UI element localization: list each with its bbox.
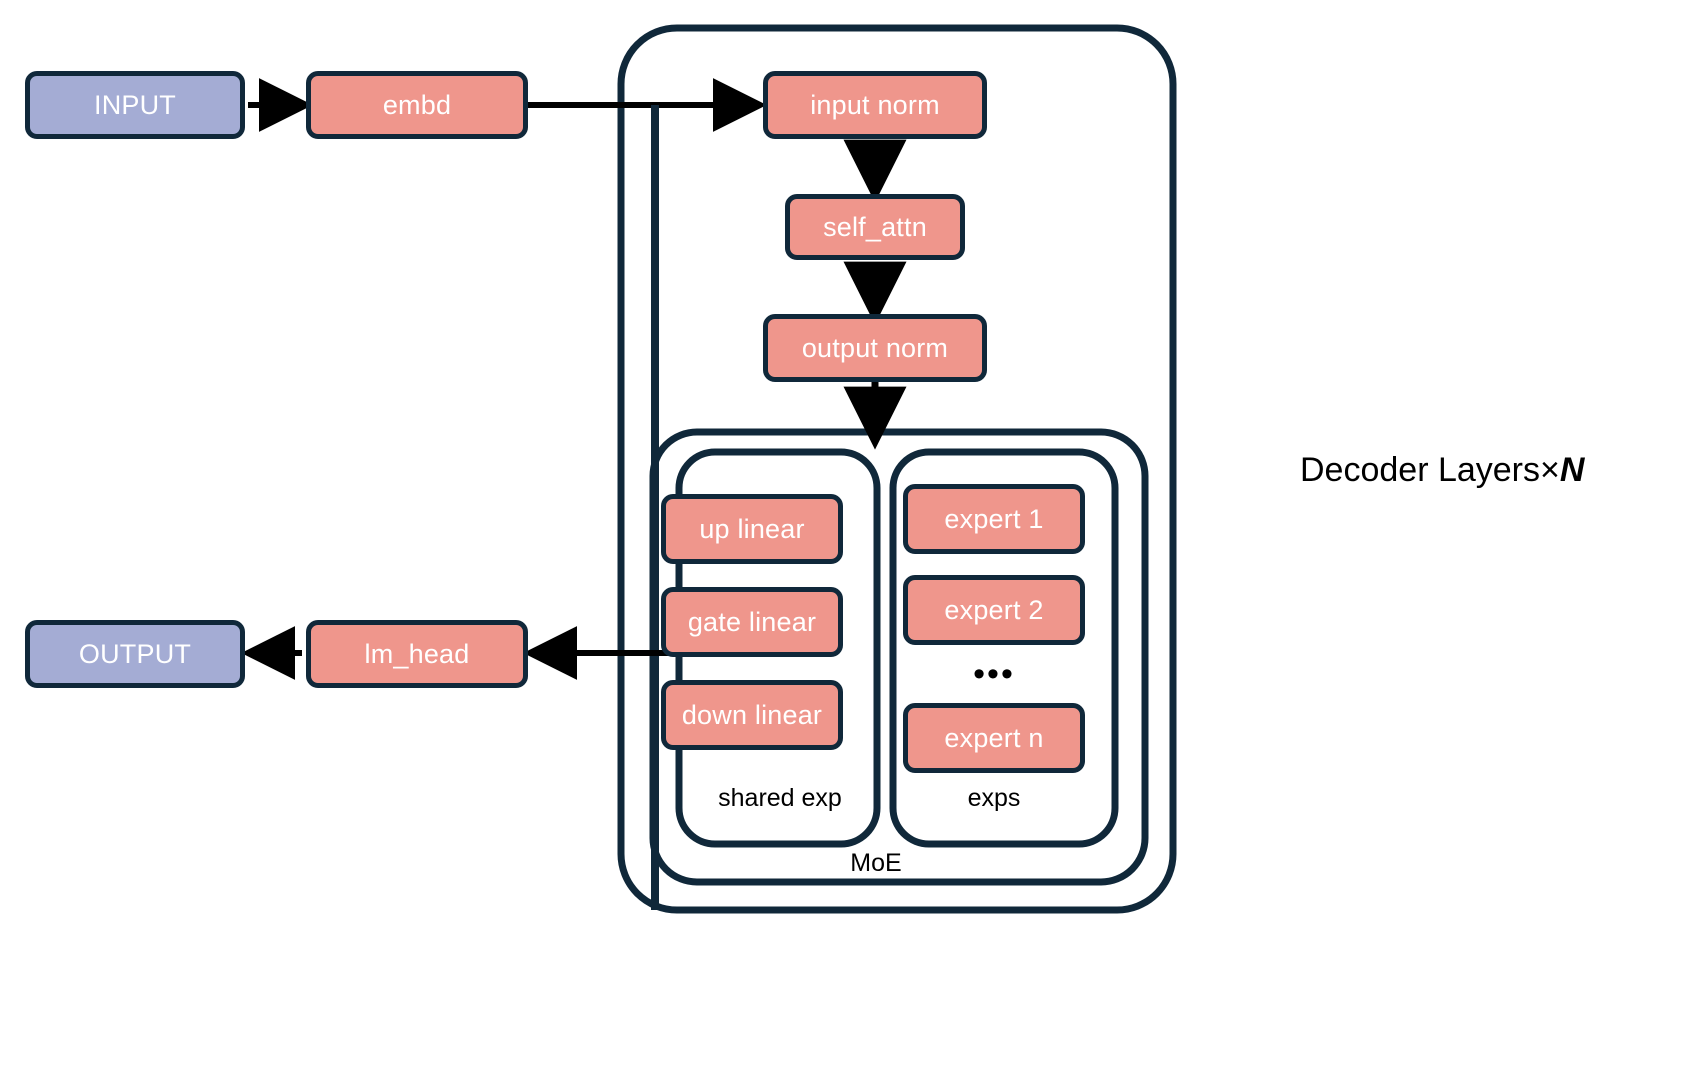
node-down-linear-label: down linear xyxy=(681,699,823,730)
node-expert-1-label: expert 1 xyxy=(944,503,1044,534)
node-input-norm[interactable]: input norm xyxy=(763,71,987,139)
experts-container xyxy=(889,448,1119,848)
decoder-layers-annotation-variable: N xyxy=(1559,451,1585,489)
node-output[interactable]: OUTPUT xyxy=(25,620,245,688)
node-up-linear-label: up linear xyxy=(699,513,805,544)
node-input[interactable]: INPUT xyxy=(25,71,245,139)
node-embd[interactable]: embd xyxy=(306,71,528,139)
node-gate-linear[interactable]: gate linear xyxy=(661,587,843,657)
node-expert-n-label: expert n xyxy=(944,722,1044,753)
moe-label: MoE xyxy=(850,849,902,877)
experts-label: exps xyxy=(967,784,1021,812)
node-output-norm-label: output norm xyxy=(801,332,949,363)
decoder-layers-container xyxy=(617,24,1177,914)
node-output-norm[interactable]: output norm xyxy=(763,314,987,382)
node-expert-2-label: expert 2 xyxy=(944,594,1044,625)
experts-ellipsis: ••• xyxy=(973,655,1015,693)
node-expert-1[interactable]: expert 1 xyxy=(903,484,1085,554)
decoder-layers-annotation-prefix: Decoder Layers× xyxy=(1300,451,1560,489)
node-expert-2[interactable]: expert 2 xyxy=(903,575,1085,645)
node-up-linear[interactable]: up linear xyxy=(661,494,843,564)
node-lm-head[interactable]: lm_head xyxy=(306,620,528,688)
node-self-attn-label: self_attn xyxy=(823,211,927,242)
node-output-label: OUTPUT xyxy=(78,638,192,669)
node-lm-head-label: lm_head xyxy=(364,638,470,669)
node-gate-linear-label: gate linear xyxy=(687,606,817,637)
decoder-layers-annotation: Decoder Layers×N xyxy=(1300,453,1584,487)
node-input-label: INPUT xyxy=(94,89,176,120)
shared-expert-label: shared exp xyxy=(718,784,842,812)
node-down-linear[interactable]: down linear xyxy=(661,680,843,750)
node-expert-n[interactable]: expert n xyxy=(903,703,1085,773)
node-self-attn[interactable]: self_attn xyxy=(785,194,965,260)
node-embd-label: embd xyxy=(382,89,452,120)
node-input-norm-label: input norm xyxy=(810,89,940,120)
